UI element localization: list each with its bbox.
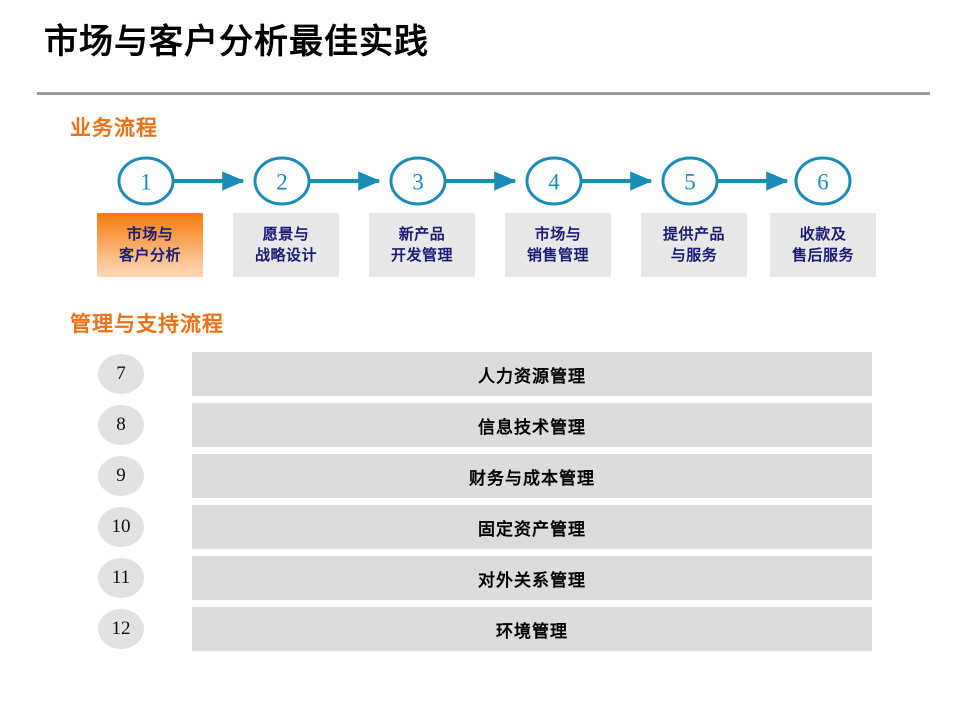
support-row-9[interactable]: 9 财务与成本管理 [0, 454, 960, 505]
flow-circle-5[interactable] [661, 156, 719, 206]
flow-arrows-svg: 1 2 3 4 5 6 [117, 156, 852, 206]
title-divider [37, 92, 930, 95]
support-row-12[interactable]: 12 环境管理 [0, 607, 960, 658]
section-heading-business-flow: 业务流程 [70, 117, 158, 140]
flow-box-3-new-product-development[interactable]: 新产品 开发管理 [369, 213, 475, 277]
flow-number-3: 3 [412, 170, 424, 195]
flow-box-5-product-service-delivery[interactable]: 提供产品 与服务 [641, 213, 747, 277]
support-badge-11: 11 [98, 558, 144, 598]
flow-box-1-line1: 市场与 [126, 226, 174, 243]
support-row-7[interactable]: 7 人力资源管理 [0, 352, 960, 403]
flow-box-5-line2: 与服务 [670, 247, 718, 264]
flow-box-5-line1: 提供产品 [662, 226, 725, 243]
flow-box-6-collection-after-sales[interactable]: 收款及 售后服务 [770, 213, 876, 277]
flow-box-3-line2: 开发管理 [390, 247, 453, 264]
support-label-11: 对外关系管理 [478, 570, 586, 590]
flow-circle-1[interactable] [117, 156, 175, 206]
support-process-list: 7 人力资源管理 8 信息技术管理 9 财务与成本管理 10 固定资产管理 11… [0, 352, 960, 658]
flow-box-2-vision-strategy-design[interactable]: 愿景与 战略设计 [233, 213, 339, 277]
support-label-12: 环境管理 [496, 621, 568, 641]
support-label-9: 财务与成本管理 [469, 468, 595, 488]
flow-number-6: 6 [817, 170, 829, 195]
flow-circle-3[interactable] [389, 156, 447, 206]
support-badge-9: 9 [98, 456, 144, 496]
flow-box-6-line1: 收款及 [799, 226, 847, 243]
support-badge-7: 7 [98, 354, 144, 394]
business-flow-connector-row: 1 2 3 4 5 6 [0, 150, 960, 212]
support-bar-8[interactable]: 信息技术管理 [192, 403, 872, 447]
flow-box-6-line2: 售后服务 [791, 247, 854, 264]
flow-number-2: 2 [276, 170, 288, 195]
flow-box-4-line1: 市场与 [534, 226, 582, 243]
support-badge-8: 8 [98, 405, 144, 445]
support-bar-7[interactable]: 人力资源管理 [192, 352, 872, 396]
flow-box-4-line2: 销售管理 [526, 247, 589, 264]
flow-box-3-line1: 新产品 [398, 226, 446, 243]
support-bar-11[interactable]: 对外关系管理 [192, 556, 872, 600]
business-flow-box-row: 市场与 客户分析 愿景与 战略设计 新产品 开发管理 市场与 销售管理 提供产品… [0, 213, 960, 279]
page-title: 市场与客户分析最佳实践 [44, 23, 429, 61]
flow-number-group: 1 2 3 4 5 6 [140, 170, 829, 195]
flow-box-1-market-customer-analysis[interactable]: 市场与 客户分析 [97, 213, 203, 277]
flow-circle-group [117, 156, 852, 206]
support-bar-9[interactable]: 财务与成本管理 [192, 454, 872, 498]
support-label-7: 人力资源管理 [478, 366, 586, 386]
flow-circle-4[interactable] [525, 156, 583, 206]
support-badge-10: 10 [98, 507, 144, 547]
flow-number-1: 1 [140, 170, 152, 195]
support-bar-10[interactable]: 固定资产管理 [192, 505, 872, 549]
support-bar-12[interactable]: 环境管理 [192, 607, 872, 651]
flow-box-1-line2: 客户分析 [118, 247, 181, 264]
support-badge-12: 12 [98, 609, 144, 649]
support-label-8: 信息技术管理 [478, 417, 586, 437]
flow-number-5: 5 [684, 170, 696, 195]
support-row-10[interactable]: 10 固定资产管理 [0, 505, 960, 556]
support-label-10: 固定资产管理 [478, 519, 586, 539]
flow-box-2-line1: 愿景与 [262, 226, 310, 243]
flow-circle-6[interactable] [794, 156, 852, 206]
section-heading-support-flow: 管理与支持流程 [70, 313, 224, 336]
support-row-11[interactable]: 11 对外关系管理 [0, 556, 960, 607]
support-row-8[interactable]: 8 信息技术管理 [0, 403, 960, 454]
flow-number-4: 4 [548, 170, 560, 195]
flow-box-2-line2: 战略设计 [254, 247, 317, 264]
flow-box-4-market-sales-management[interactable]: 市场与 销售管理 [505, 213, 611, 277]
flow-circle-2[interactable] [253, 156, 311, 206]
